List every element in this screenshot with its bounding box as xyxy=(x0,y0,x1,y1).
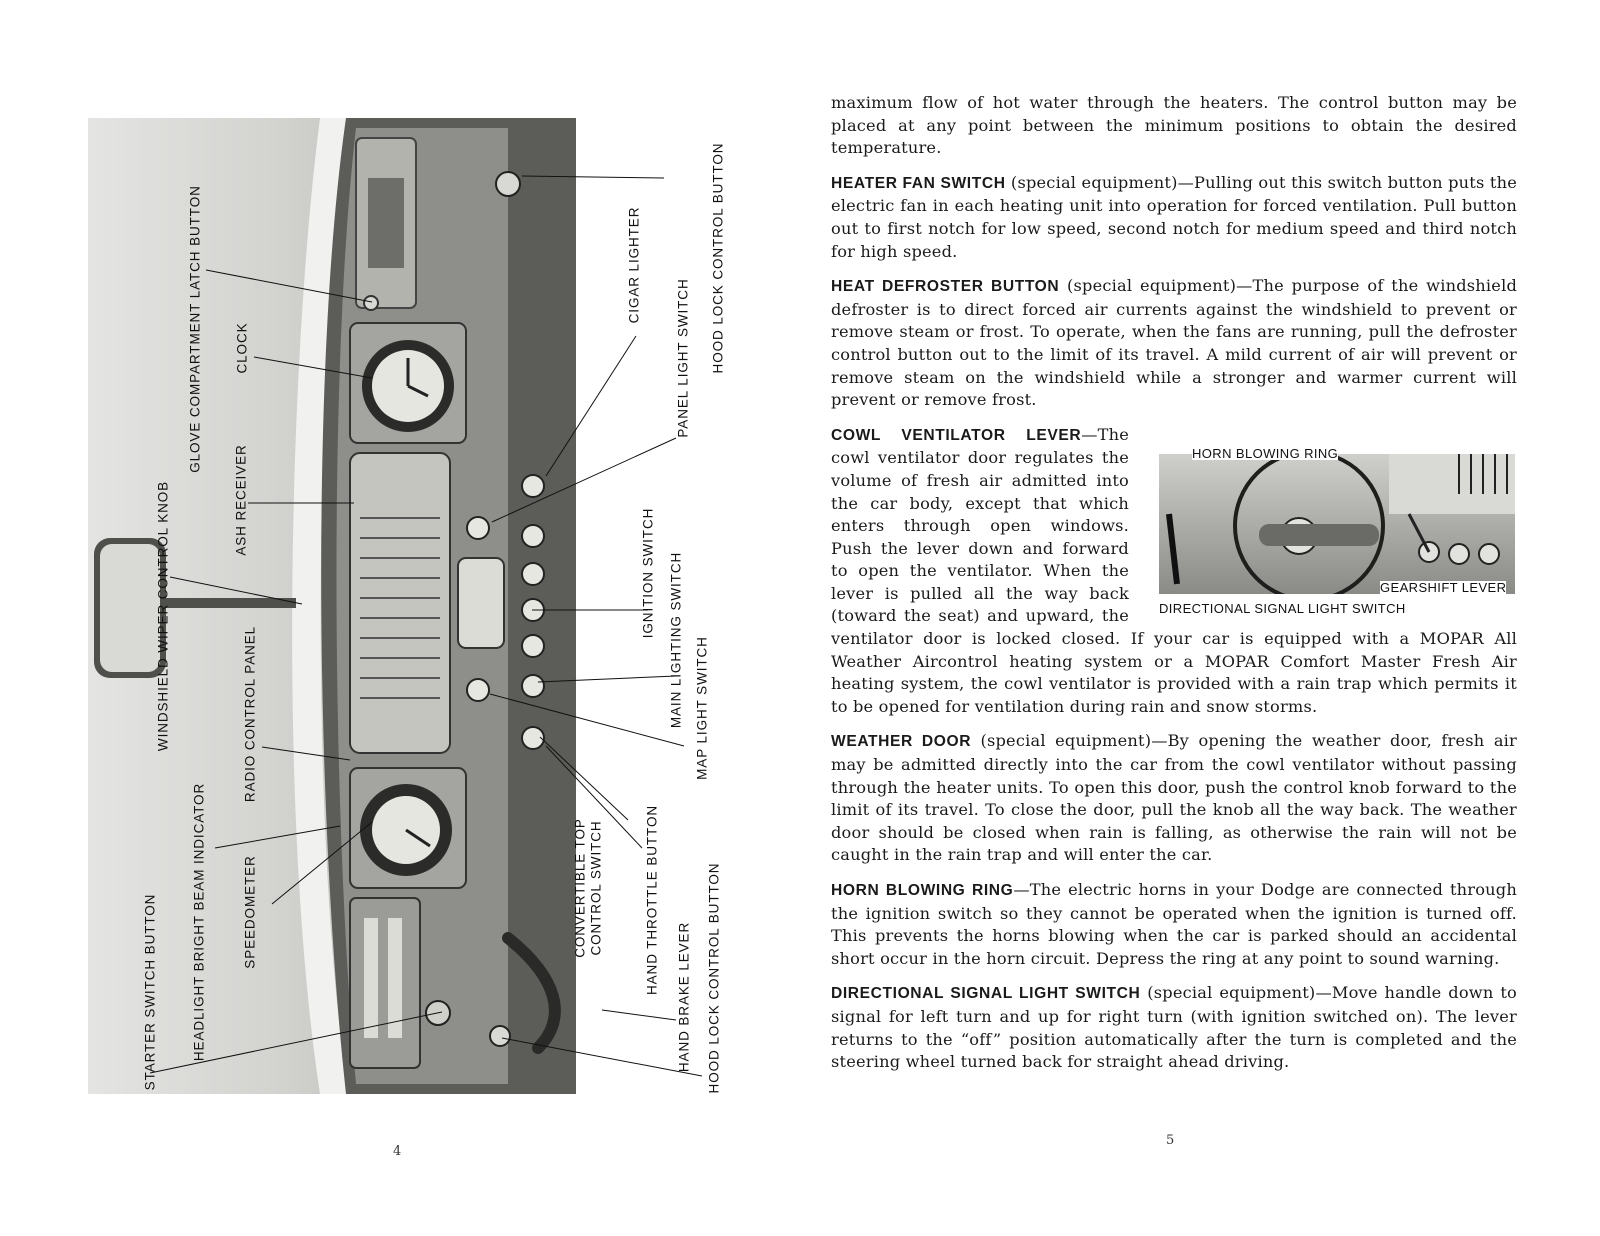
label-starter-switch-button: STARTER SWITCH BUTTON xyxy=(142,893,158,1091)
intro-paragraph: maximum flow of hot water through the he… xyxy=(831,93,1517,158)
heading-directional-signal-light-switch: DIRECTIONAL SIGNAL LIGHT SWITCH xyxy=(831,985,1141,1003)
body-heater-fan-switch: (special equipment)—Pulling out this swi… xyxy=(831,172,1517,261)
heading-heater-fan-switch: HEATER FAN SWITCH xyxy=(831,174,1006,192)
section-heater-fan-switch: HEATER FAN SWITCH (special equipment)—Pu… xyxy=(831,172,1517,263)
label-headlight-bright-beam-indicator: HEADLIGHT BRIGHT BEAM INDICATOR xyxy=(191,782,207,1062)
section-weather-door: WEATHER DOOR (special equipment)—By open… xyxy=(831,730,1517,867)
body-directional-signal-light-switch: (special equipment)—Move handle down to … xyxy=(831,983,1517,1072)
label-cigar-lighter: CIGAR LIGHTER xyxy=(626,206,642,324)
page-number-left: 4 xyxy=(393,1144,402,1159)
section-cowl-ventilator-lever: HORN BLOWING RING GEARSHIFT LEVER DIRECT… xyxy=(831,424,1517,719)
label-radio-control-panel: RADIO CONTROL PANEL xyxy=(242,625,258,803)
right-page: maximum flow of hot water through the he… xyxy=(800,0,1600,1236)
label-convertible-top-control-switch: CONVERTIBLE TOP CONTROL SWITCH xyxy=(572,818,603,958)
label-hand-brake-lever: HAND BRAKE LEVER xyxy=(676,921,692,1073)
label-hood-lock-control-button-bottom: HOOD LOCK CONTROL BUTTON xyxy=(706,862,722,1094)
label-main-lighting-switch: MAIN LIGHTING SWITCH xyxy=(668,551,684,729)
label-panel-light-switch: PANEL LIGHT SWITCH xyxy=(675,278,691,438)
body-heat-defroster-button: (special equipment)—The purpose of the w… xyxy=(831,276,1518,410)
section-horn-blowing-ring: HORN BLOWING RING—The electric horns in … xyxy=(831,879,1517,970)
page-number-right: 5 xyxy=(1166,1133,1175,1148)
section-directional-signal-light-switch: DIRECTIONAL SIGNAL LIGHT SWITCH (special… xyxy=(831,982,1517,1073)
horn-ring-inset: HORN BLOWING RING GEARSHIFT LEVER DIRECT… xyxy=(1159,442,1517,620)
body-horn-blowing-ring: —The electric horns in your Dodge are co… xyxy=(831,880,1517,968)
body-weather-door: (special equipment)—By opening the weath… xyxy=(831,731,1517,865)
inset-label-directional-signal-light-switch: DIRECTIONAL SIGNAL LIGHT SWITCH xyxy=(1159,600,1406,616)
body-text: maximum flow of hot water through the he… xyxy=(831,92,1517,1086)
section-heat-defroster-button: HEAT DEFROSTER BUTTON (special equipment… xyxy=(831,275,1517,412)
label-glove-compartment-latch-button: GLOVE COMPARTMENT LATCH BUTTON xyxy=(187,185,203,473)
label-clock: CLOCK xyxy=(234,322,250,374)
steering-wheel-photo xyxy=(1159,453,1515,594)
label-ignition-switch: IGNITION SWITCH xyxy=(640,507,656,639)
heading-cowl-ventilator-lever: COWL VENTILATOR LEVER xyxy=(831,426,1082,444)
label-hand-throttle-button: HAND THROTTLE BUTTON xyxy=(644,804,660,996)
label-hood-lock-control-button-top: HOOD LOCK CONTROL BUTTON xyxy=(710,142,726,374)
inset-label-horn-blowing-ring: HORN BLOWING RING xyxy=(1192,445,1339,461)
heading-horn-blowing-ring: HORN BLOWING RING xyxy=(831,882,1014,899)
steering-wheel-illustration xyxy=(1166,453,1515,594)
body-cowl-ventilator-lever: —The cowl ventilator door regulates the … xyxy=(831,424,1517,716)
inset-label-gearshift-lever: GEARSHIFT LEVER xyxy=(1380,579,1507,595)
label-ash-receiver: ASH RECEIVER xyxy=(233,444,249,556)
heading-heat-defroster-button: HEAT DEFROSTER BUTTON xyxy=(831,278,1060,296)
dashboard-illustration xyxy=(94,118,576,1094)
heading-weather-door: WEATHER DOOR xyxy=(831,733,972,751)
left-page: STARTER SWITCH BUTTON HEADLIGHT BRIGHT B… xyxy=(88,118,726,1159)
dashboard-photo xyxy=(88,118,576,1094)
leader-lines xyxy=(149,175,703,1077)
label-windshield-wiper-control-knob: WINDSHIELD WIPER CONTROL KNOB xyxy=(155,480,171,752)
label-map-light-switch: MAP LIGHT SWITCH xyxy=(694,636,710,780)
label-speedometer: SPEEDOMETER xyxy=(242,855,258,969)
